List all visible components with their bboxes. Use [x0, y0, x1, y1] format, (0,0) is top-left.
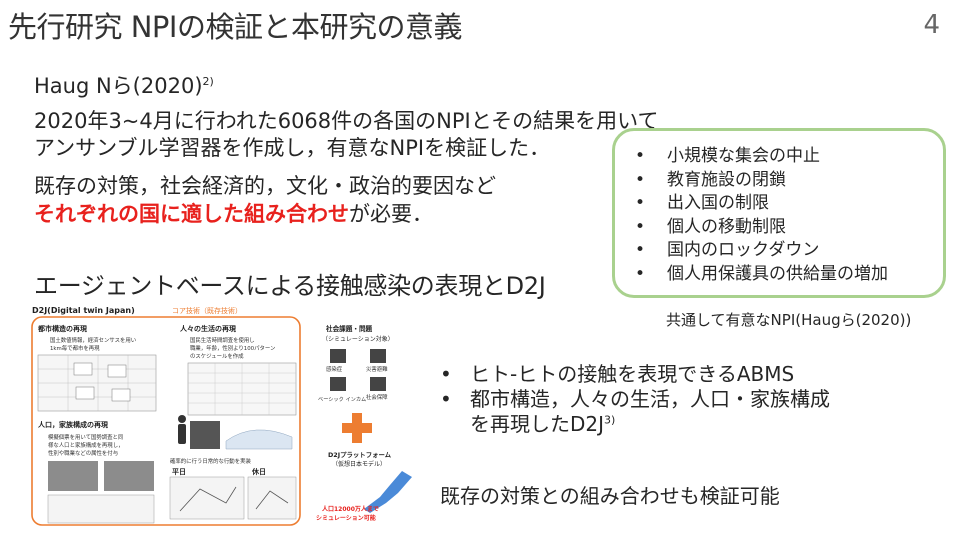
summary-text: 2020年3~4月に行われた6068件の各国のNPIとその結果を用いて アンサン…	[34, 108, 658, 162]
d2j-figure: D2J(Digital twin Japan) コア技術（既存技術） 都市構造の…	[30, 303, 428, 527]
city-grid	[38, 355, 156, 411]
evacuation-icon	[370, 349, 386, 363]
slide-number: 4	[923, 10, 940, 40]
conclusion-text: 既存の対策との組み合わせも検証可能	[440, 484, 780, 508]
life-desc: 職業，年齢，性別より100パターン	[190, 344, 275, 352]
npi-list: 小規模な集会の中止 教育施設の閉鎖 出入国の制限 個人の移動制限 国内のロックダ…	[635, 145, 888, 287]
pop-heading: 人口，家族構成の再現	[38, 420, 108, 429]
attribute-card	[190, 421, 220, 449]
d2j-bullet: •都市構造，人々の生活，人口・家族構成	[440, 387, 830, 411]
issue-label: 災害避難	[366, 365, 388, 373]
weekday-diagram	[169, 476, 245, 520]
life-heading: 人々の生活の再現	[180, 324, 236, 333]
strategy-suffix: が必要．	[349, 202, 433, 226]
issue-label: 感染症	[326, 365, 343, 373]
holiday-diagram	[247, 476, 297, 520]
abm-heading: エージェントベースによる接触感染の表現とD2J	[34, 272, 546, 300]
citation: Haug Nら(2020)2)	[34, 70, 214, 100]
hospital-building	[107, 364, 127, 378]
person-figure-head	[178, 415, 186, 423]
daily-label: 確率的に行う日常的な行動を実装	[170, 457, 251, 465]
npi-item: 個人の移動制限	[635, 216, 888, 240]
figure-title: D2J(Digital twin Japan)	[32, 306, 135, 315]
citation-ref: 2)	[202, 75, 214, 88]
figure-core-tech: コア技術（既存技術）	[172, 306, 242, 315]
social-security-icon	[370, 377, 386, 391]
weekday-label: 平日	[172, 468, 186, 476]
summary-line: アンサンブル学習器を作成し，有意なNPIを検証した．	[34, 136, 551, 160]
d2j-bullet-text: を再現したD2J	[470, 412, 605, 436]
platform-sublabel: （仮想日本モデル）	[332, 460, 386, 468]
strategy-highlight: それぞれの国に適した組み合わせ	[34, 202, 349, 226]
life-desc: 国民生活時間調査を使用し	[190, 336, 255, 344]
issues-heading: 社会課題・問題	[325, 324, 373, 333]
npi-item: 国内のロックダウン	[635, 239, 888, 263]
summary-line: 2020年3~4月に行われた6068件の各国のNPIとその結果を用いて	[34, 109, 659, 133]
person-card	[48, 461, 98, 491]
d2j-bullet: •ヒト-ヒトの接触を表現できるABMS	[440, 362, 795, 386]
schedule-grid	[188, 363, 296, 415]
holiday-label: 休日	[251, 467, 266, 476]
d2j-bullet-text: ヒト-ヒトの接触を表現できるABMS	[470, 362, 795, 386]
company-building	[73, 362, 93, 376]
city-desc: 国土数値情報，経済センサスを用い	[50, 336, 136, 344]
pop-desc: 様な人口と家族構成を再現し，	[48, 441, 123, 449]
distribution-chart	[225, 429, 293, 450]
npi-item: 教育施設の閉鎖	[635, 169, 888, 193]
citation-text: Haug Nら(2020)	[34, 74, 203, 98]
japan-map-icon	[364, 471, 412, 513]
population-note: 人口12000万人まで	[322, 505, 379, 513]
life-desc: のスケジュールを作成	[190, 352, 244, 360]
infection-icon	[330, 349, 346, 363]
strategy-text: 既存の対策，社会経済的，文化・政治的要因など それぞれの国に適した組み合わせが必…	[34, 172, 496, 228]
city-desc: 1km毎で都市を再現	[50, 344, 100, 352]
person-figure-body	[178, 424, 186, 444]
slide-title: 先行研究 NPIの検証と本研究の意義	[8, 10, 462, 44]
strategy-line-2: それぞれの国に適した組み合わせが必要．	[34, 200, 496, 228]
d2j-ref: 3)	[604, 413, 616, 427]
house-building	[75, 386, 95, 400]
d2j-bullet-continuation: を再現したD2J3)	[440, 412, 830, 437]
weekday-route	[179, 486, 237, 512]
strategy-line: 既存の対策，社会経済的，文化・政治的要因など	[34, 174, 496, 198]
basic-income-icon	[330, 377, 346, 391]
npi-item: 出入国の制限	[635, 192, 888, 216]
npi-item: 個人用保護具の供給量の増加	[635, 263, 888, 287]
population-note-2: シミュレーション可能	[316, 514, 376, 522]
issue-label: 社会保障	[366, 393, 388, 401]
d2j-bullet-list: •ヒト-ヒトの接触を表現できるABMS •都市構造，人々の生活，人口・家族構成 …	[440, 362, 830, 437]
d2j-bullet-text: 都市構造，人々の生活，人口・家族構成	[470, 387, 830, 411]
platform-label: D2Jプラットフォーム	[328, 450, 392, 459]
person-card	[104, 461, 154, 491]
school-building	[111, 388, 131, 402]
pop-desc: 性別や職業などの属性を付与	[48, 449, 118, 457]
city-heading: 都市構造の再現	[37, 324, 87, 333]
holiday-route	[255, 490, 289, 510]
npi-box: 小規模な集会の中止 教育施設の閉鎖 出入国の制限 個人の移動制限 国内のロックダ…	[612, 128, 946, 298]
npi-item: 小規模な集会の中止	[635, 145, 888, 169]
issue-label: ベーシック インカム	[318, 396, 366, 403]
pop-desc: 模擬個票を用いて国勢調査と同	[48, 433, 123, 441]
household-illustration	[47, 494, 155, 524]
issues-subheading: （シミュレーション対象）	[322, 335, 394, 343]
npi-caption: 共通して有意なNPI(Haugら(2020))	[666, 311, 912, 329]
plus-icon-bar	[342, 423, 372, 433]
